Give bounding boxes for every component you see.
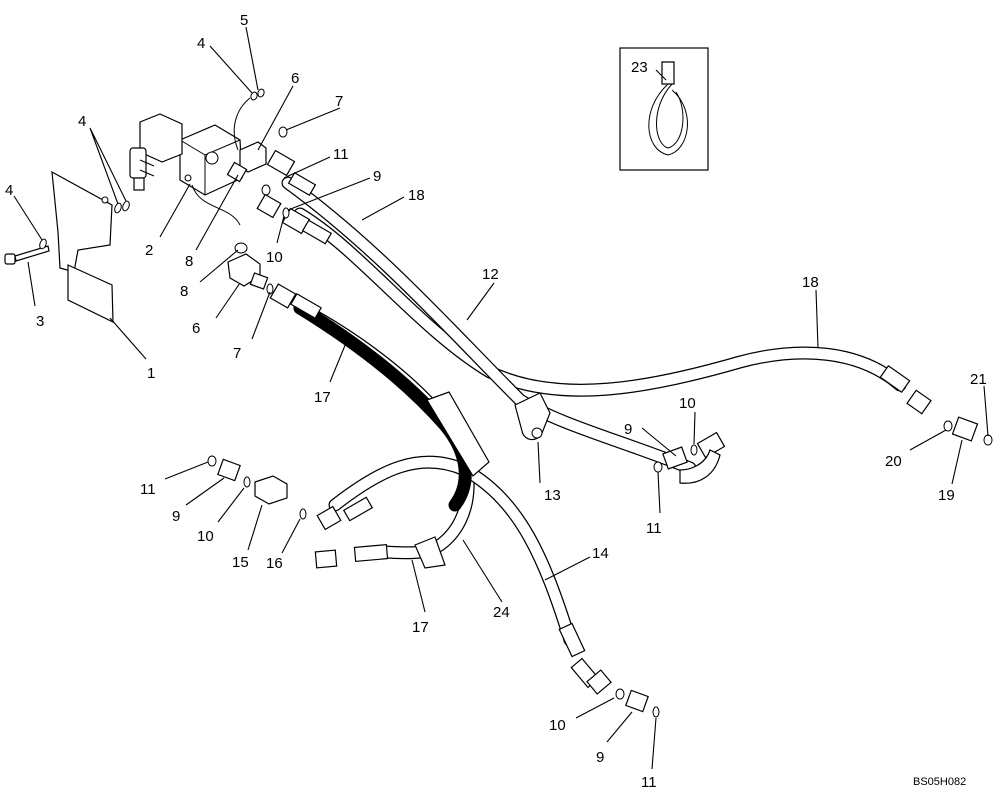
callout-10c: 10 bbox=[197, 528, 214, 545]
callout-12: 12 bbox=[482, 266, 499, 283]
callout-13: 13 bbox=[544, 487, 561, 504]
callout-11b: 11 bbox=[646, 520, 662, 537]
mounting-bracket-1 bbox=[51, 170, 114, 323]
callout-11a: 11 bbox=[333, 146, 349, 163]
hose-end-fittings bbox=[266, 149, 932, 695]
callout-numbers: 1 2 3 4 4 4 5 6 6 7 7 8 8 9 9 9 9 10 10 … bbox=[5, 12, 987, 791]
hose-sleeve bbox=[426, 391, 490, 477]
callout-8a: 8 bbox=[185, 253, 193, 270]
callout-24: 24 bbox=[493, 604, 510, 621]
callout-20: 20 bbox=[885, 453, 902, 470]
callout-10a: 10 bbox=[266, 249, 283, 266]
drawing-reference-code: BS05H082 bbox=[913, 776, 966, 788]
callout-9a: 9 bbox=[373, 168, 381, 185]
callout-11d: 11 bbox=[641, 774, 657, 791]
callout-11c: 11 bbox=[140, 481, 156, 498]
hose-clamp-13 bbox=[514, 392, 551, 441]
callout-6a: 6 bbox=[291, 70, 299, 87]
callout-17a: 17 bbox=[314, 389, 331, 406]
callout-leader-lines bbox=[13, 26, 989, 770]
callout-1: 1 bbox=[147, 365, 155, 382]
callout-8b: 8 bbox=[180, 283, 188, 300]
callout-18a: 18 bbox=[408, 187, 425, 204]
callout-5: 5 bbox=[240, 12, 248, 29]
callout-4b: 4 bbox=[78, 113, 86, 130]
washers-4 bbox=[39, 88, 265, 250]
callout-9b: 9 bbox=[624, 421, 632, 438]
callout-14: 14 bbox=[592, 545, 609, 562]
elbow-fitting-6-lower bbox=[227, 253, 269, 290]
callout-6b: 6 bbox=[192, 320, 200, 337]
callout-21: 21 bbox=[970, 371, 987, 388]
callout-9d: 9 bbox=[596, 749, 604, 766]
callout-18b: 18 bbox=[802, 274, 819, 291]
callout-16: 16 bbox=[266, 555, 283, 572]
wire-lead bbox=[191, 97, 251, 226]
bolt-3 bbox=[4, 245, 50, 265]
callout-9c: 9 bbox=[172, 508, 180, 525]
callout-3: 3 bbox=[36, 313, 44, 330]
fittings-and-orings bbox=[207, 126, 993, 718]
hose-sleeve-lower bbox=[414, 536, 446, 569]
callout-10b: 10 bbox=[679, 395, 696, 412]
callout-2: 2 bbox=[145, 242, 153, 259]
callout-17b: 17 bbox=[412, 619, 429, 636]
inset-label: 23 bbox=[631, 59, 648, 76]
hose-12 bbox=[281, 176, 697, 475]
callout-7a: 7 bbox=[335, 93, 343, 110]
callout-4a: 4 bbox=[5, 182, 13, 199]
callout-15: 15 bbox=[232, 554, 249, 571]
elbow-fitting-6-upper bbox=[226, 141, 267, 183]
callout-7b: 7 bbox=[233, 345, 241, 362]
hose-18-long bbox=[293, 207, 907, 397]
callout-4c: 4 bbox=[197, 35, 205, 52]
callout-19: 19 bbox=[938, 487, 955, 504]
callout-10d: 10 bbox=[549, 717, 566, 734]
solenoid-valve-2 bbox=[129, 113, 243, 196]
